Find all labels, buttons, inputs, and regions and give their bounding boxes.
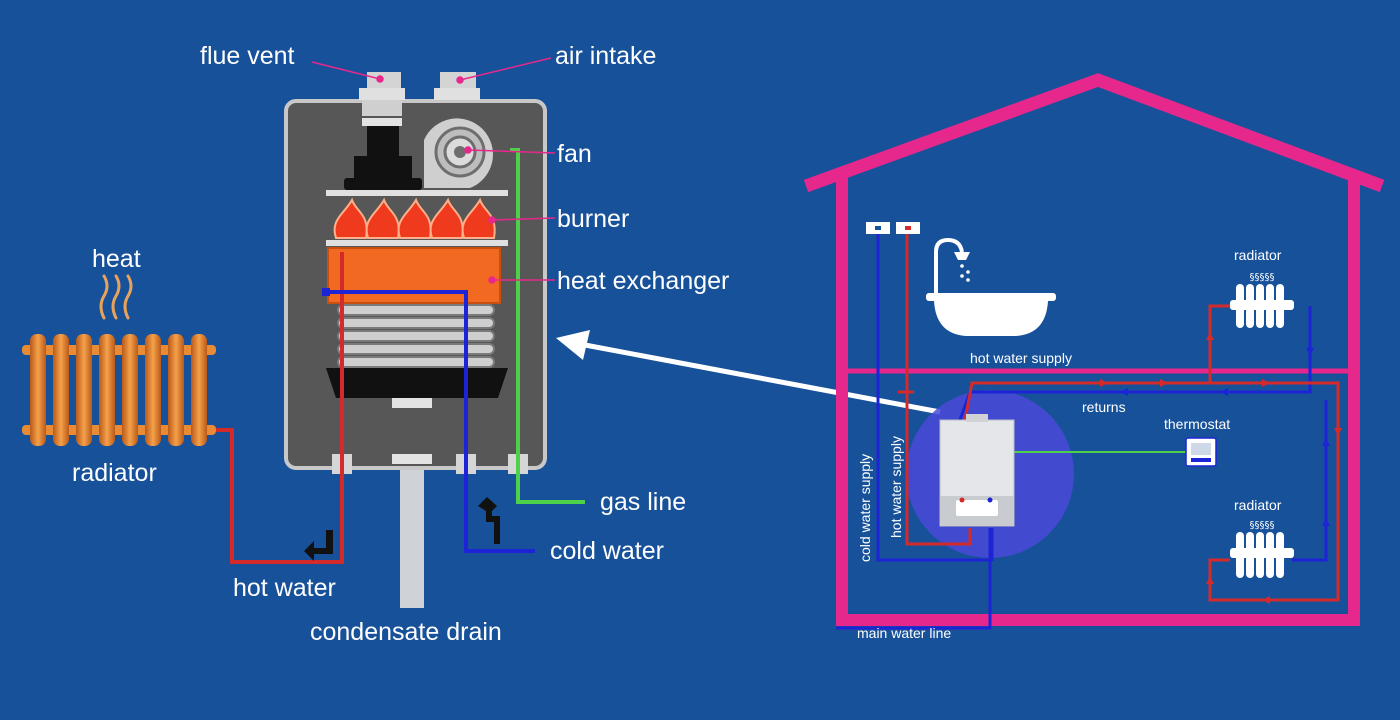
cold-water-flow-arrow-icon	[478, 497, 500, 544]
label-house-radiator-bottom: radiator	[1234, 497, 1282, 513]
heat-exchanger-coils	[337, 304, 495, 368]
radiator-illustration	[22, 274, 216, 446]
label-cold-water-supply: cold water supply	[857, 454, 873, 562]
cold-water-pipe	[322, 290, 535, 553]
gas-line-pipe	[510, 148, 585, 504]
faucet-icon	[866, 222, 920, 234]
label-burner: burner	[557, 205, 629, 233]
label-radiator: radiator	[72, 459, 157, 487]
radiator-icon: §§§§§	[1230, 520, 1294, 578]
leader-lines	[311, 57, 556, 284]
label-hot-water-supply: hot water supply	[970, 350, 1072, 366]
hot-water-flow-arrow-icon	[304, 530, 333, 561]
thermostat-icon	[1185, 437, 1217, 467]
label-main-water-line: main water line	[857, 625, 951, 641]
label-hot-water: hot water	[233, 574, 336, 602]
label-heat-exchanger: heat exchanger	[557, 267, 729, 295]
boiler-unit-icon	[939, 414, 1015, 527]
heat-waves-icon	[99, 274, 133, 320]
bathtub-icon	[926, 237, 1056, 336]
heat-exchanger-block	[327, 247, 501, 304]
house-roof	[803, 73, 1385, 193]
flame-icon	[333, 197, 496, 239]
label-cold-water: cold water	[550, 537, 664, 565]
label-fan: fan	[557, 140, 592, 168]
label-house-radiator-top: radiator	[1234, 247, 1282, 263]
fan-icon	[424, 118, 493, 188]
label-air-intake: air intake	[555, 42, 656, 70]
house-illustration: §§§§§ §§§§§	[803, 73, 1385, 630]
label-gas-line: gas line	[600, 488, 686, 516]
diagram-labels: flue vent air intake fan burner heat exc…	[72, 42, 1282, 646]
label-flue-vent: flue vent	[200, 42, 295, 70]
svg-text:§§§§§: §§§§§	[1250, 272, 1275, 283]
boiler-cutaway	[216, 72, 585, 608]
hot-water-pipe	[216, 252, 344, 564]
pointer-arrow	[556, 330, 941, 415]
label-returns: returns	[1082, 399, 1126, 415]
label-thermostat: thermostat	[1164, 416, 1230, 432]
label-heat: heat	[92, 245, 141, 273]
label-hot-water-supply-vertical: hot water supply	[888, 436, 904, 538]
radiator-icon: §§§§§	[1230, 272, 1294, 328]
svg-text:§§§§§: §§§§§	[1250, 520, 1275, 531]
label-condensate-drain: condensate drain	[310, 618, 502, 646]
